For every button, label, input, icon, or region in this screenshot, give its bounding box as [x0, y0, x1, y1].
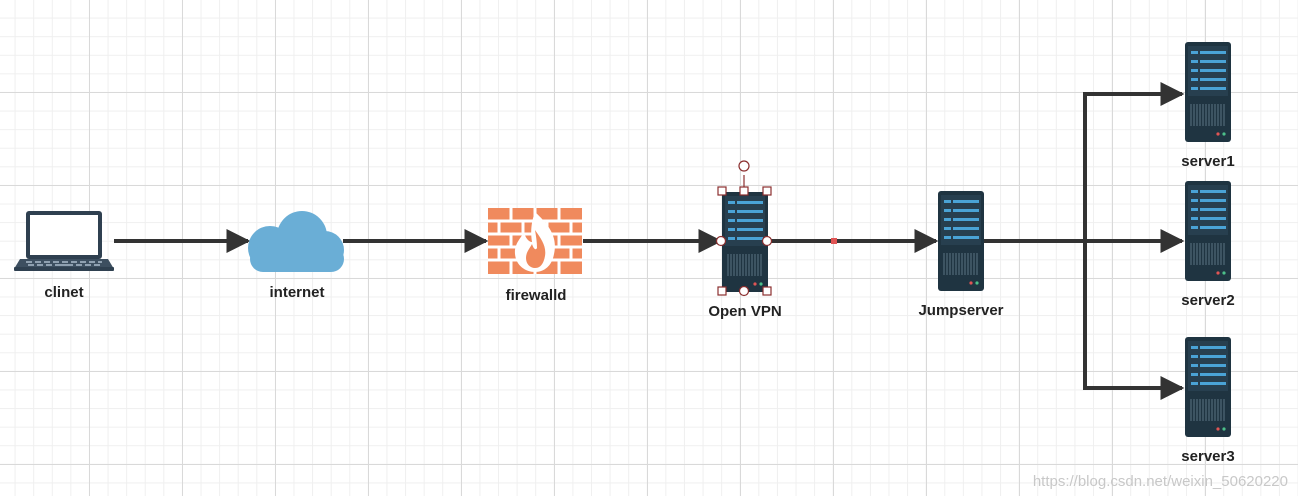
cloud-icon[interactable] — [248, 211, 344, 272]
watermark: https://blog.csdn.net/weixin_50620220 — [1032, 473, 1288, 490]
node-label-client: clinet — [44, 284, 84, 301]
node-label-jumpserver: Jumpserver — [918, 302, 1004, 319]
node-label-openvpn: Open VPN — [708, 303, 782, 320]
node-label-firewall: firewalld — [505, 287, 567, 304]
server-icon-server1[interactable] — [1184, 41, 1232, 143]
edge-jumpserver-server1[interactable] — [984, 82, 1185, 243]
server-icon-server2[interactable] — [1184, 180, 1232, 282]
node-label-server1: server1 — [1181, 153, 1235, 170]
rotate-handle[interactable] — [738, 160, 750, 172]
server-icon-jumpserver[interactable] — [937, 190, 985, 292]
node-label-server2: server2 — [1181, 292, 1235, 309]
node-label-server3: server3 — [1181, 448, 1235, 465]
flame-icon — [514, 212, 555, 272]
laptop-icon[interactable] — [14, 211, 114, 271]
selection-handles[interactable] — [715, 160, 773, 297]
edge-midpoint-handle[interactable] — [831, 238, 837, 244]
server-icon-openvpn[interactable] — [721, 191, 769, 293]
edges — [114, 82, 1185, 400]
firewall-icon[interactable] — [488, 208, 582, 274]
server-icon-server3[interactable] — [1184, 336, 1232, 438]
edge-jumpserver-server3[interactable] — [1083, 241, 1185, 400]
node-label-internet: internet — [269, 284, 325, 301]
